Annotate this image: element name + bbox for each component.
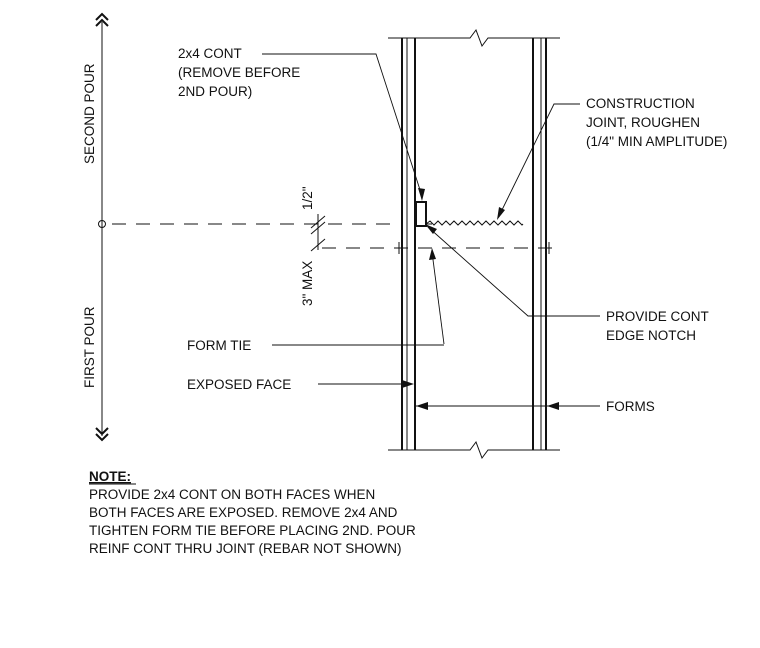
edge-notch-label: PROVIDE CONT EDGE NOTCH bbox=[606, 309, 712, 343]
form-tie-label: FORM TIE bbox=[187, 338, 251, 353]
edge-notch-arrowhead-2 bbox=[429, 248, 436, 260]
note-body: PROVIDE 2x4 CONT ON BOTH FACES WHEN BOTH… bbox=[89, 487, 420, 556]
note-heading: NOTE: bbox=[89, 469, 131, 484]
two-by-four-arrowhead bbox=[418, 188, 425, 201]
forms-label: FORMS bbox=[606, 399, 655, 414]
edge-notch-leader-2 bbox=[431, 251, 445, 345]
two-by-four-label: 2x4 CONT (REMOVE BEFORE 2ND POUR) bbox=[178, 46, 304, 99]
forms-arrowhead-right bbox=[547, 402, 559, 410]
exposed-face-label: EXPOSED FACE bbox=[187, 377, 291, 392]
edge-notch-leader bbox=[427, 226, 600, 317]
pour-axis bbox=[95, 12, 109, 442]
top-break-line bbox=[388, 28, 560, 48]
construction-joint-leader bbox=[499, 103, 580, 215]
half-inch-label: 1/2" bbox=[300, 186, 315, 210]
bottom-break-line bbox=[388, 440, 560, 460]
left-wall-form bbox=[401, 38, 416, 450]
construction-joint-label: CONSTRUCTION JOINT, ROUGHEN (1/4" MIN AM… bbox=[586, 96, 727, 149]
forms-arrowhead-left bbox=[416, 402, 428, 410]
edge-notch-arrowhead bbox=[425, 224, 437, 234]
two-by-four-leader bbox=[262, 53, 423, 197]
second-pour-label: SECOND POUR bbox=[82, 63, 97, 164]
joint-dimension bbox=[310, 214, 326, 252]
construction-joint-arrowhead bbox=[497, 207, 505, 220]
three-max-label: 3" MAX bbox=[300, 261, 315, 306]
right-wall-form bbox=[532, 38, 547, 450]
first-pour-label: FIRST POUR bbox=[82, 306, 97, 388]
exposed-face-arrowhead bbox=[402, 380, 414, 388]
roughened-joint bbox=[425, 220, 524, 226]
two-by-four-block bbox=[415, 201, 427, 227]
